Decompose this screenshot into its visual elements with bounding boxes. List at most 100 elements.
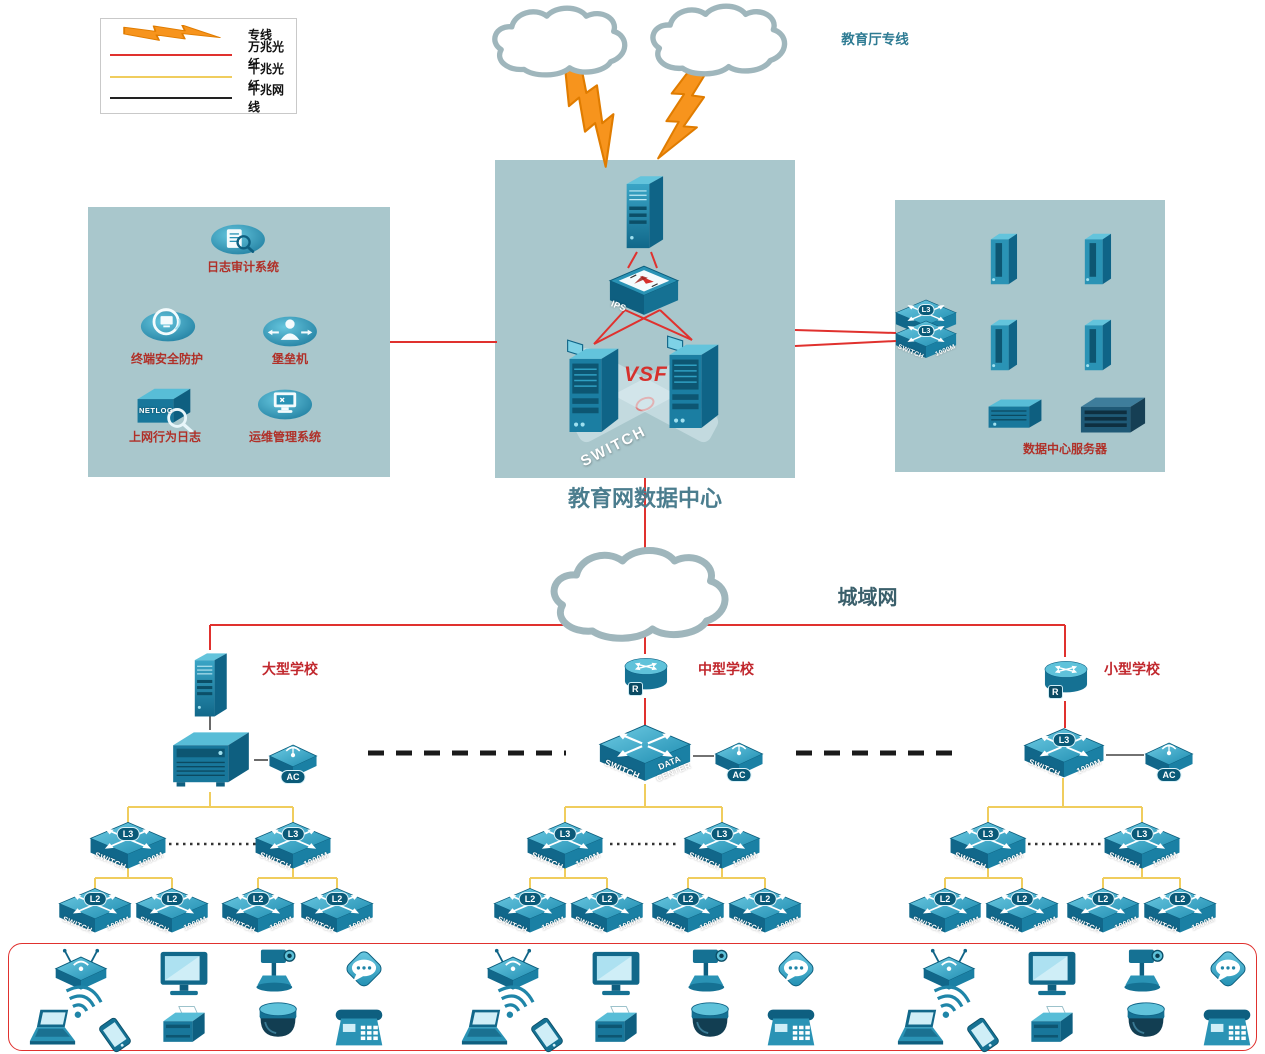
l3-badge: L3	[553, 827, 577, 841]
l3-badge: L3	[710, 827, 734, 841]
l3-badge: L3	[917, 325, 935, 337]
large-school-firewall	[187, 648, 233, 718]
l2-badge: L2	[160, 892, 184, 906]
datacenter-rack-server	[984, 396, 1046, 433]
l3-badge: L3	[116, 827, 140, 841]
l2-badge: L2	[1091, 892, 1115, 906]
datacenter-title: 教育网数据中心	[567, 486, 722, 511]
l2-badge: L2	[595, 892, 619, 906]
core-server-left	[562, 338, 622, 436]
server-zone-title: 数据中心服务器	[1022, 442, 1107, 456]
small-school-l2-switch: L2 SWITCH 1000M	[984, 886, 1060, 935]
large-school-ac: AC	[266, 740, 320, 784]
vsf-label: VSF	[624, 363, 668, 386]
datacenter-server-tower	[1080, 316, 1114, 374]
dome-camera-icon	[256, 1000, 300, 1046]
l3-badge: L3	[976, 827, 1000, 841]
legend-row-1g-copper: 千兆网线	[110, 83, 287, 114]
cloud-shape	[644, 2, 798, 79]
education-cloud: 教育厅专线	[644, 2, 909, 79]
desk-phone-icon	[1200, 1006, 1254, 1049]
printer-icon	[590, 1004, 642, 1047]
laptop-icon	[896, 1008, 952, 1048]
terminal-protection-icon	[138, 303, 198, 346]
dome-camera-icon	[688, 1000, 732, 1046]
medium-school-l3-switch: L3 SWITCH 1000M	[682, 820, 762, 872]
small-school-l2-switch: L2 SWITCH 1000M	[1142, 886, 1218, 935]
smartphone-icon	[960, 1016, 1006, 1054]
ips-device: IPS	[607, 264, 681, 319]
large-school-l3-switch: L3 SWITCH 1000M	[88, 820, 168, 872]
ac-badge: AC	[1156, 768, 1182, 782]
medium-school-l3-switch: L3 SWITCH 1000M	[525, 820, 605, 872]
large-school-l2-switch: L2 SWITCH 1000M	[57, 886, 133, 935]
medium-school-core-switch: SWITCH DATA CENTER	[597, 722, 693, 784]
yellow-line-icon	[110, 75, 232, 78]
legend-row-dedicated: 专线	[110, 24, 287, 44]
l2-badge: L2	[1010, 892, 1034, 906]
legend-row-1g-fiber: 千兆光纤	[110, 62, 287, 93]
netlog-device: NETLOG	[130, 384, 196, 433]
core-server-right	[662, 334, 722, 432]
chat-terminal-icon	[338, 948, 390, 995]
ptz-camera-icon	[1118, 946, 1172, 996]
dome-camera-icon	[1124, 1000, 1168, 1046]
l2-badge: L2	[246, 892, 270, 906]
router-badge: R	[1048, 685, 1063, 699]
medium-school-l2-switch: L2 SWITCH 1000M	[569, 886, 645, 935]
net-behavior-log-label: 上网行为日志	[128, 430, 201, 444]
desktop-monitor-icon	[158, 950, 210, 997]
l2-badge: L2	[325, 892, 349, 906]
l2-badge: L2	[933, 892, 957, 906]
l3-badge: L3	[917, 304, 935, 316]
printer-icon	[158, 1004, 210, 1047]
core-firewall	[618, 170, 670, 250]
large-school-core-server	[168, 728, 254, 790]
small-school-ac: AC	[1142, 738, 1196, 782]
ops-management-icon	[255, 384, 315, 425]
legend: 专线 万兆光纤 千兆光纤 千兆网线	[100, 18, 297, 114]
ac-badge: AC	[726, 768, 752, 782]
large-school-l2-switch: L2 SWITCH 1000M	[134, 886, 210, 935]
small-school-core-switch: L3 SWITCH 1000M	[1022, 726, 1106, 780]
l3-badge: L3	[1130, 827, 1154, 841]
l2-badge: L2	[753, 892, 777, 906]
desk-phone-icon	[332, 1006, 386, 1049]
legend-label: 千兆光纤	[248, 61, 285, 93]
ops-management-label: 运维管理系统	[248, 430, 321, 444]
medium-school-l2-switch: L2 SWITCH 1000M	[650, 886, 726, 935]
carrier-cloud: 运营商专线	[486, 4, 748, 80]
desktop-monitor-icon	[1026, 950, 1078, 997]
laptop-icon	[28, 1008, 84, 1048]
desk-phone-icon	[764, 1006, 818, 1049]
medium-school-l2-switch: L2 SWITCH 1000M	[492, 886, 568, 935]
large-school-l2-switch: L2 SWITCH 1000M	[220, 886, 296, 935]
legend-label: 万兆光纤	[248, 40, 285, 72]
l2-badge: L2	[1168, 892, 1192, 906]
terminal-protection-label: 终端安全防护	[130, 352, 203, 366]
legend-row-10g: 万兆光纤	[110, 40, 287, 71]
netlog-device-label: NETLOG	[139, 406, 174, 415]
l3-badge: L3	[1052, 733, 1076, 747]
router-badge: R	[628, 682, 643, 696]
man-cloud: 城域网	[530, 545, 898, 645]
server-zone-switch-upper: L3	[894, 298, 958, 339]
lightning-icon	[123, 25, 221, 42]
bastion-icon	[260, 312, 320, 351]
education-cloud-label: 教育厅专线	[841, 32, 909, 47]
datacenter-server-tower	[1080, 230, 1114, 288]
desktop-monitor-icon	[590, 950, 642, 997]
red-line-icon	[110, 54, 232, 57]
bastion-label: 堡垒机	[271, 352, 308, 366]
ac-badge: AC	[280, 770, 306, 784]
man-cloud-label: 城域网	[837, 587, 898, 609]
small-school-router: R	[1040, 655, 1092, 699]
cloud-shape	[530, 545, 755, 645]
large-school-l3-switch: L3 SWITCH 1000M	[253, 820, 333, 872]
smartphone-icon	[92, 1016, 138, 1054]
datacenter-rack-server-dark	[1076, 394, 1150, 438]
l2-badge: L2	[676, 892, 700, 906]
legend-label: 千兆网线	[248, 82, 285, 114]
small-school-l2-switch: L2 SWITCH 1000M	[1065, 886, 1141, 935]
